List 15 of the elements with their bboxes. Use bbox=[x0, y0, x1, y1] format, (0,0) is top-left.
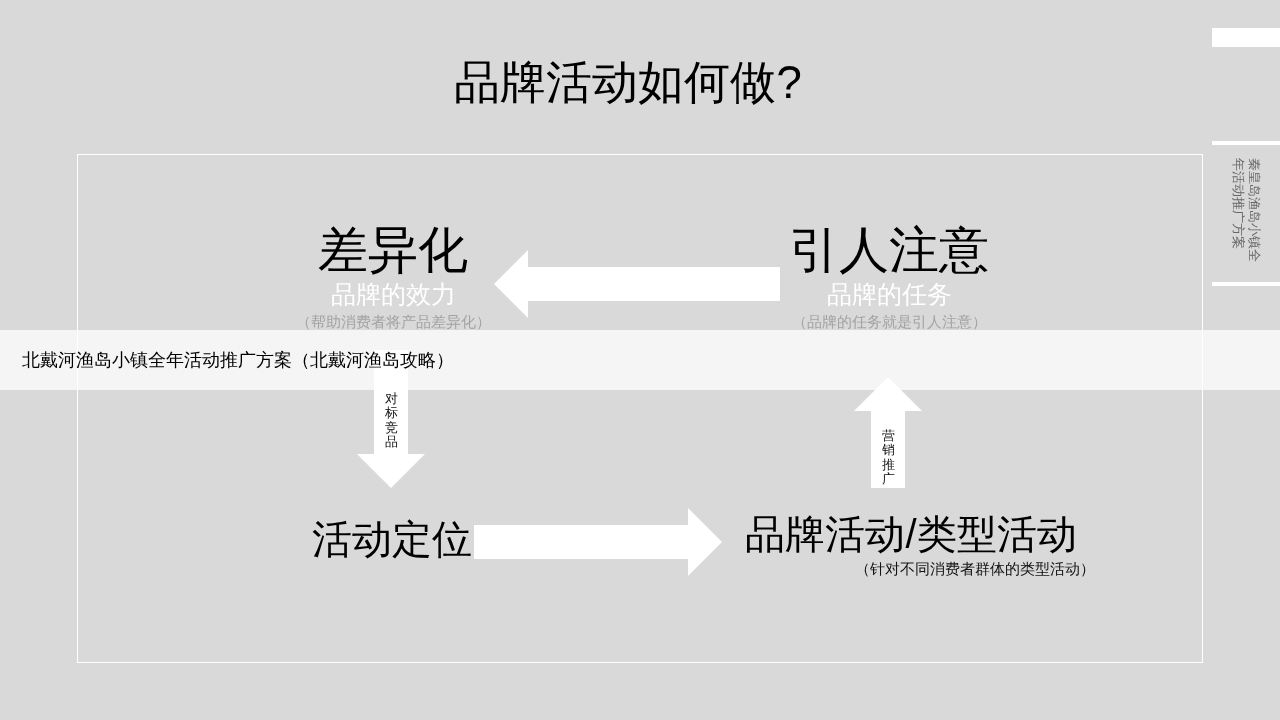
heading: 引人注意 bbox=[789, 223, 989, 278]
block-arrow bbox=[854, 377, 922, 488]
block-arrow bbox=[494, 250, 780, 318]
caption-text: 北戴河渔岛小镇全年活动推广方案（北戴河渔岛攻略） bbox=[22, 349, 454, 372]
sidebar-text: 秦皇岛渔岛小镇全年活动推广方案 bbox=[1230, 158, 1263, 265]
heading: 活动定位 bbox=[312, 516, 472, 563]
block-arrow bbox=[357, 350, 425, 488]
block-arrow bbox=[474, 508, 722, 576]
edge-label: 营销推广 bbox=[882, 429, 895, 487]
note: （针对不同消费者群体的类型活动） bbox=[855, 558, 1095, 579]
frame-box bbox=[77, 154, 1203, 663]
heading: 品牌活动/类型活动 bbox=[745, 510, 1077, 558]
heading: 差异化 bbox=[318, 223, 468, 278]
edge-label: 对标竞品 bbox=[385, 392, 398, 450]
slide-title: 品牌活动如何做? bbox=[453, 55, 803, 110]
